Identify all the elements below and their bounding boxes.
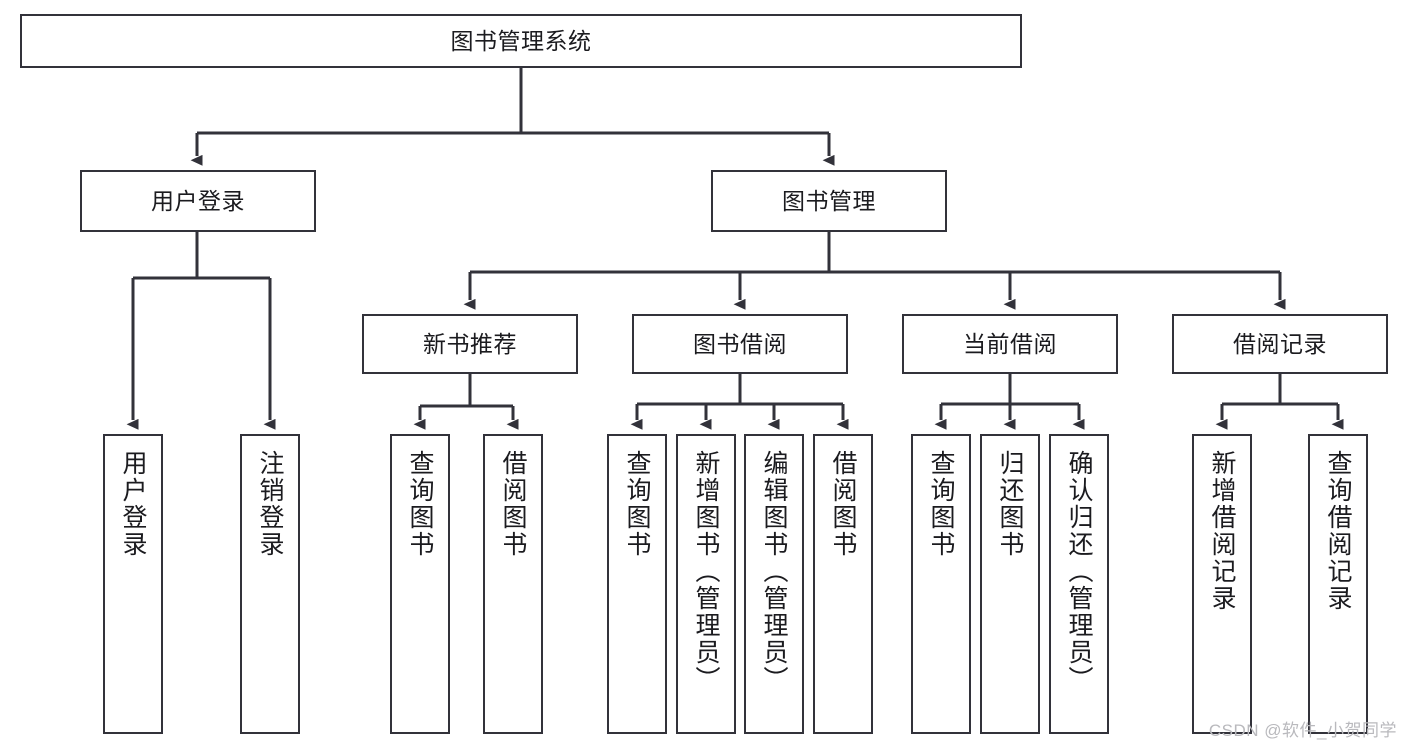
leaf-user-login-1-label: 注销登录 <box>256 450 284 558</box>
leaf-borrow-record-0-label: 新增借阅记录 <box>1208 450 1236 612</box>
leaf-current-borrow-0-label: 查询图书 <box>927 450 955 558</box>
leaf-book-borrow-1[interactable]: 新增图书（管理员） <box>676 434 736 734</box>
leaf-book-borrow-1-label: 新增图书（管理员） <box>692 450 720 693</box>
node-current-borrow-label: 当前借阅 <box>963 330 1057 357</box>
node-current-borrow[interactable]: 当前借阅 <box>902 314 1118 374</box>
node-root[interactable]: 图书管理系统 <box>20 14 1022 68</box>
node-root-label: 图书管理系统 <box>450 27 592 54</box>
leaf-borrow-record-1[interactable]: 查询借阅记录 <box>1308 434 1368 734</box>
leaf-new-book-1[interactable]: 借阅图书 <box>483 434 543 734</box>
leaf-book-borrow-2-label: 编辑图书（管理员） <box>760 450 788 693</box>
leaf-current-borrow-2-label: 确认归还（管理员） <box>1065 450 1093 693</box>
node-user-login[interactable]: 用户登录 <box>80 170 316 232</box>
leaf-current-borrow-2[interactable]: 确认归还（管理员） <box>1049 434 1109 734</box>
node-book-manage-label: 图书管理 <box>782 187 876 214</box>
leaf-current-borrow-1[interactable]: 归还图书 <box>980 434 1040 734</box>
leaf-current-borrow-0[interactable]: 查询图书 <box>911 434 971 734</box>
node-user-login-label: 用户登录 <box>151 187 245 214</box>
leaf-user-login-1[interactable]: 注销登录 <box>240 434 300 734</box>
node-new-book-recommend-label: 新书推荐 <box>423 330 517 357</box>
leaf-current-borrow-1-label: 归还图书 <box>996 450 1024 558</box>
node-book-borrow-label: 图书借阅 <box>693 330 787 357</box>
node-borrow-record[interactable]: 借阅记录 <box>1172 314 1388 374</box>
node-borrow-record-label: 借阅记录 <box>1233 330 1327 357</box>
leaf-book-borrow-3[interactable]: 借阅图书 <box>813 434 873 734</box>
node-book-manage[interactable]: 图书管理 <box>711 170 947 232</box>
leaf-user-login-0[interactable]: 用户登录 <box>103 434 163 734</box>
csdn-watermark: CSDN @软件_小贺同学 <box>1208 721 1397 740</box>
leaf-book-borrow-2[interactable]: 编辑图书（管理员） <box>744 434 804 734</box>
node-book-borrow[interactable]: 图书借阅 <box>632 314 848 374</box>
leaf-new-book-0[interactable]: 查询图书 <box>390 434 450 734</box>
leaf-user-login-0-label: 用户登录 <box>119 450 147 558</box>
leaf-borrow-record-1-label: 查询借阅记录 <box>1324 450 1352 612</box>
node-new-book-recommend[interactable]: 新书推荐 <box>362 314 578 374</box>
leaf-book-borrow-3-label: 借阅图书 <box>829 450 857 558</box>
leaf-new-book-1-label: 借阅图书 <box>499 450 527 558</box>
leaf-book-borrow-0[interactable]: 查询图书 <box>607 434 667 734</box>
leaf-new-book-0-label: 查询图书 <box>406 450 434 558</box>
leaf-borrow-record-0[interactable]: 新增借阅记录 <box>1192 434 1252 734</box>
leaf-book-borrow-0-label: 查询图书 <box>623 450 651 558</box>
